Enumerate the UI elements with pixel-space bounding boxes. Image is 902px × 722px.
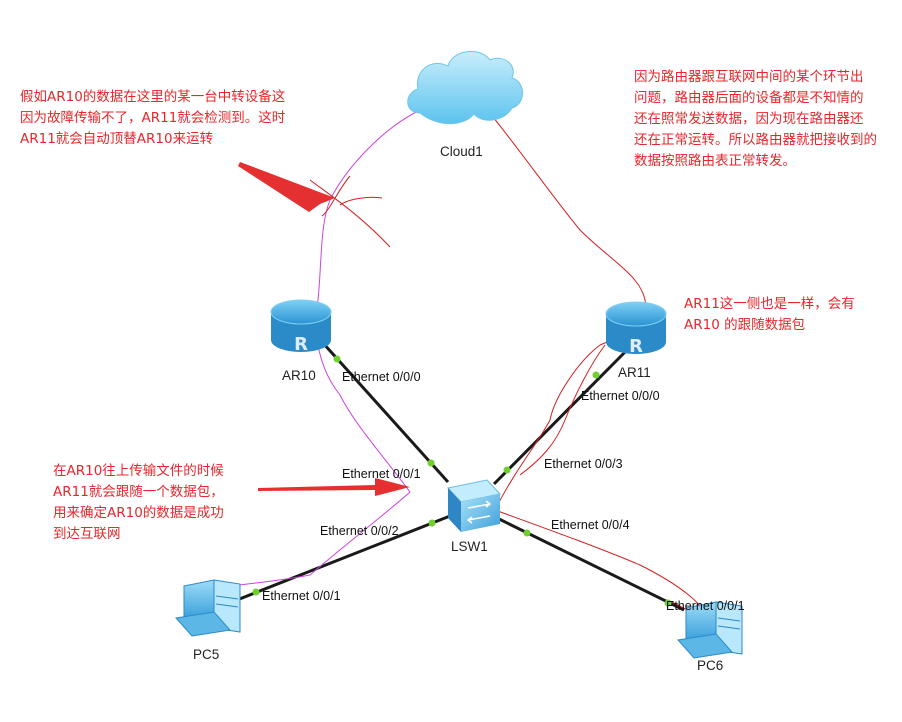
note-line: AR10 的跟随数据包 [684,317,806,333]
arrow-left-mid [258,478,410,496]
port-dot-pc6 [664,599,672,607]
port-label-lsw1-e003: Ethernet 0/0/3 [544,457,623,471]
note-line: 到达互联网 [53,526,121,542]
lsw1-label: LSW1 [451,539,488,554]
ar11-router-icon[interactable]: R [605,301,667,357]
svg-text:R: R [294,334,308,355]
cloud-icon[interactable] [407,51,523,125]
lsw1-switch-icon[interactable] [447,479,501,532]
ar10-router-icon[interactable]: R [270,299,332,355]
port-label-pc5-e001: Ethernet 0/0/1 [262,589,341,603]
note-right-mid: AR11这一侧也是一样，会有 AR10 的跟随数据包 [684,294,855,336]
note-line: AR11就会自动顶替AR10来运转 [20,131,214,147]
note-line: 问题，路由器后面的设备都是不知情的 [634,90,864,106]
link-lsw1-pc5 [236,514,451,602]
pc5-label: PC5 [193,647,219,662]
trace-ar11-path [484,106,709,621]
pc6-pc-icon[interactable] [677,601,743,659]
cloud1-label: Cloud1 [440,144,483,159]
pc5-pc-icon[interactable] [175,579,241,637]
port-label-ar10-e000: Ethernet 0/0/0 [342,370,421,384]
port-dot-lsw1-e002 [428,519,436,527]
note-line: 因为路由器跟互联网中间的某个环节出 [634,69,864,85]
note-line: 还在正常运转。所以路由器就把接收到的 [634,132,877,148]
ar10-label: AR10 [282,368,316,383]
arrow-top-left [238,162,335,212]
note-line: 还在照常发送数据，因为现在路由器还 [634,111,864,127]
link-ar10-lsw1 [321,341,450,484]
port-label-pc6-e001: Ethernet 0/0/1 [666,599,745,613]
note-top-right: 因为路由器跟互联网中间的某个环节出 问题，路由器后面的设备都是不知情的 还在照常… [634,67,877,172]
note-line: AR11这一侧也是一样，会有 [684,296,855,312]
note-left-mid: 在AR10往上传输文件的时候 AR11就会跟随一个数据包， 用来确定AR10的数… [53,461,224,545]
link-ar11-lsw1 [492,343,634,486]
note-line: 用来确定AR10的数据是成功 [53,505,224,521]
note-line: 假如AR10的数据在这里的某一台中转设备这 [20,89,286,105]
port-label-ar11-e000: Ethernet 0/0/0 [581,389,660,403]
svg-text:R: R [629,336,643,357]
note-line: 数据按照路由表正常转发。 [634,153,796,169]
port-dot-lsw1-e004 [523,529,531,537]
trace-ar11-path-2 [519,344,606,476]
port-label-lsw1-e004: Ethernet 0/0/4 [551,518,630,532]
ar11-label: AR11 [618,365,651,380]
note-line: AR11就会跟随一个数据包， [53,484,224,500]
note-line: 在AR10往上传输文件的时候 [53,463,224,479]
pc6-label: PC6 [697,658,723,673]
port-label-lsw1-e001: Ethernet 0/0/1 [342,467,421,481]
port-dot-lsw1-e003 [503,466,511,474]
port-dot-pc5 [252,588,260,596]
note-line: 因为故障传输不了，AR11就会检测到。这时 [20,110,286,126]
port-dot-ar11 [592,371,600,379]
port-dot-lsw1-e001 [427,459,435,467]
note-top-left: 假如AR10的数据在这里的某一台中转设备这 因为故障传输不了，AR11就会检测到… [20,87,285,150]
failure-x-mark [309,175,391,248]
port-dot-ar10 [333,355,341,363]
port-label-lsw1-e002: Ethernet 0/0/2 [320,524,399,538]
